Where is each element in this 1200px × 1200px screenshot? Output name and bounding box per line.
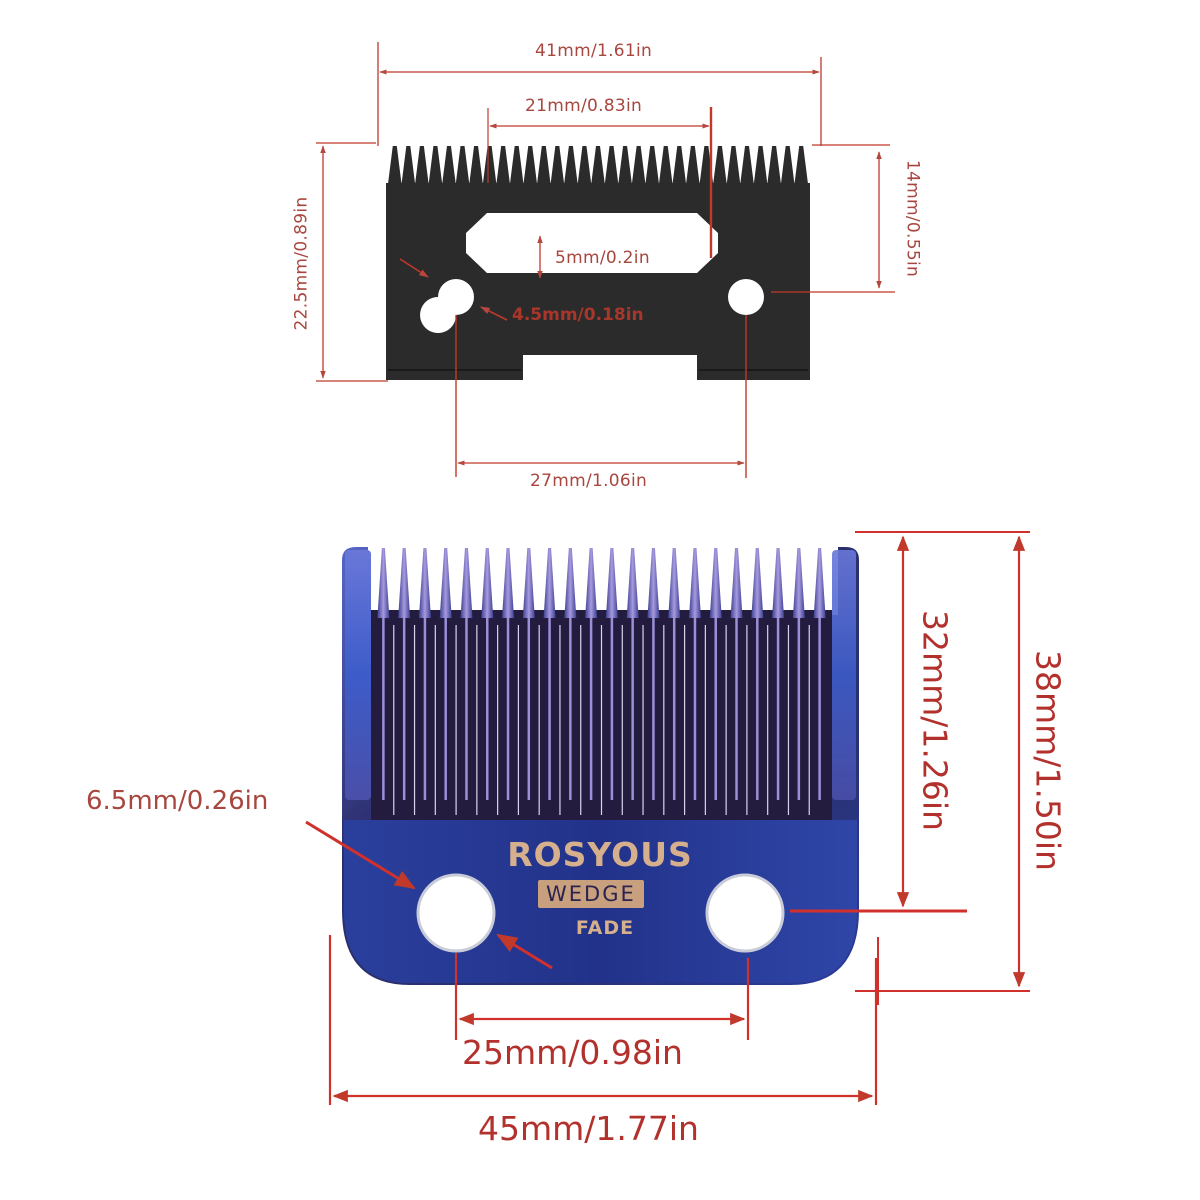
top-hole-diameter-label: 4.5mm/0.18in (512, 305, 644, 325)
top-hole-spacing-label: 27mm/1.06in (530, 471, 648, 491)
bottom-blade-teeth (377, 548, 826, 618)
top-blade-body (386, 183, 810, 380)
top-overall-width-label: 41mm/1.61in (535, 41, 653, 61)
brand-engraving: ROSYOUS (507, 835, 693, 874)
top-window-height-label: 5mm/0.2in (555, 248, 650, 268)
bottom-blade-left-hole (416, 873, 496, 953)
bottom-tooth-to-hole-label: 32mm/1.26in (915, 610, 955, 831)
bottom-blade-right-hole (705, 873, 785, 953)
top-blade-left-hole (438, 279, 474, 315)
top-blade-right-hole (728, 279, 764, 315)
bottom-overall-width-label: 45mm/1.77in (478, 1109, 699, 1148)
bottom-blade-right-strip (832, 550, 856, 800)
top-overall-height-label: 22.5mm/0.89in (291, 196, 312, 331)
top-blade-teeth (388, 146, 808, 184)
bottom-blade-grooves (382, 612, 821, 815)
model-engraving: WEDGE (538, 880, 644, 908)
bottom-hole-diameter-label: 6.5mm/0.26in (86, 786, 269, 816)
bottom-overall-height-label: 38mm/1.50in (1028, 650, 1068, 871)
type-engraving: FADE (575, 917, 635, 939)
top-blade-dimension-lines (316, 42, 895, 478)
bottom-blade-left-strip (345, 550, 371, 800)
bottom-blade (342, 547, 859, 985)
bottom-hole-spacing-label: 25mm/0.98in (462, 1033, 683, 1072)
bottom-blade-dimension-lines (305, 531, 1030, 1105)
top-window-width-label: 21mm/0.83in (525, 96, 643, 116)
top-tooth-to-hole-label: 14mm/0.55in (902, 159, 923, 278)
